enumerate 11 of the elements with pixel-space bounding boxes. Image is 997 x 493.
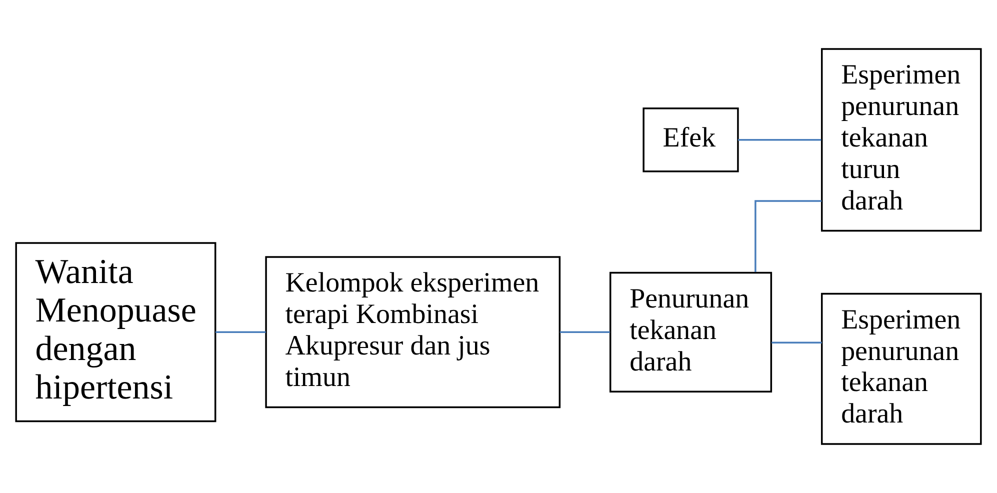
node-box: Penurunan tekanan darah (610, 272, 772, 392)
node-box: Efek (642, 108, 739, 172)
node-box: Kelompok eksperimen terapi Kombinasi Akupresur dan jus timun (265, 256, 561, 408)
node-box: Esperimen penurunan tekanan darah (820, 292, 982, 445)
connector (754, 200, 822, 272)
connector (560, 331, 610, 334)
connector (738, 139, 822, 141)
connector (772, 342, 822, 344)
node-box: Esperimen penurunan tekanan turun darah (820, 48, 982, 232)
connector (215, 331, 266, 334)
node-box: Wanita Menopuase dengan hipertensi (15, 242, 216, 422)
